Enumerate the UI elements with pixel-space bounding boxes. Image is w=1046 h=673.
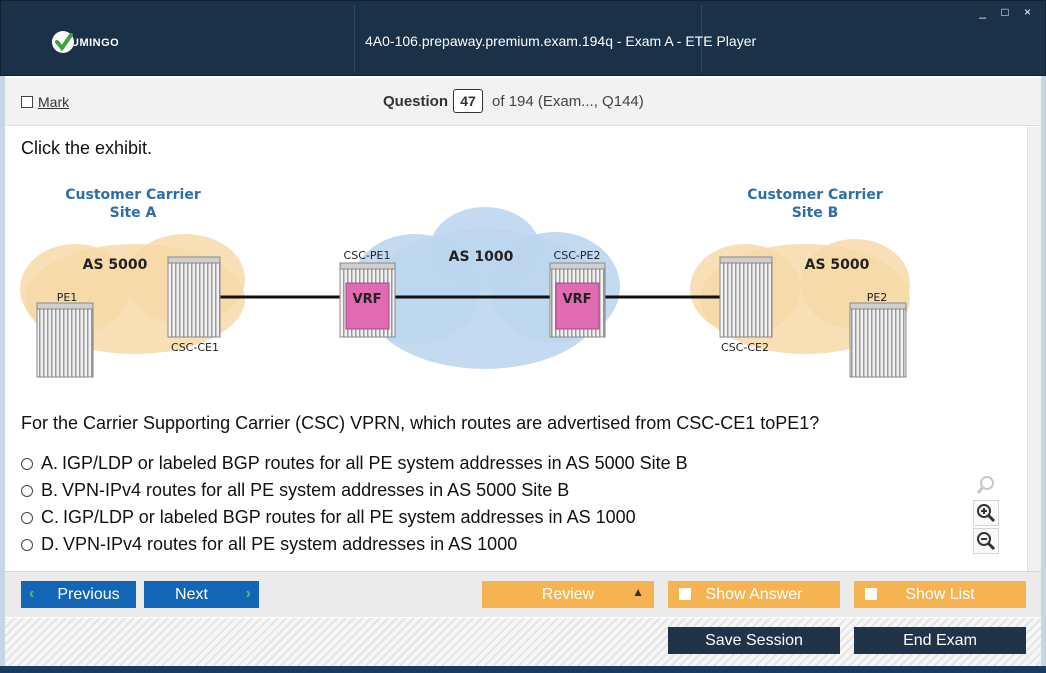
show-answer-label: Show Answer <box>705 585 803 603</box>
previous-label: Previous <box>57 585 120 603</box>
zoom-out-icon <box>977 532 996 551</box>
as-label-right: AS 5000 <box>805 257 870 273</box>
vrf1-label: VRF <box>353 292 382 307</box>
question-counter: Question 47 of 194 (Exam..., Q144) <box>383 89 644 113</box>
answer-option-d[interactable]: D. VPN-IPv4 routes for all PE system add… <box>21 531 688 558</box>
exhibit-diagram[interactable]: Customer Carrier Site A Customer Carrier… <box>15 179 915 389</box>
option-letter: D. <box>41 534 59 554</box>
previous-button[interactable]: ‹ Previous <box>21 581 136 608</box>
window-controls: _ □ × <box>979 5 1037 19</box>
answer-option-c[interactable]: C. IGP/LDP or labeled BGP routes for all… <box>21 504 688 531</box>
navigation-bar: ‹ Previous Next › Review ▲ Show Answer S… <box>5 571 1041 617</box>
zoom-out-button[interactable] <box>973 528 999 554</box>
router-csc-pe1 <box>339 262 396 338</box>
zoom-tools <box>973 472 1003 556</box>
chevron-left-icon: ‹ <box>29 585 35 602</box>
question-content: Click the exhibit. <box>5 127 1041 571</box>
pe2-label: PE2 <box>867 291 888 304</box>
csc-pe2-label: CSC-PE2 <box>554 249 601 262</box>
radio-button[interactable] <box>21 511 33 524</box>
content-scrollbar[interactable] <box>1027 127 1041 571</box>
answer-option-a[interactable]: A. IGP/LDP or labeled BGP routes for all… <box>21 450 688 477</box>
question-prompt: Click the exhibit. <box>21 138 153 158</box>
option-letter: A. <box>41 453 59 473</box>
window-border-bottom <box>0 666 1046 673</box>
site-b-label-line1: Customer Carrier <box>747 187 883 203</box>
next-label: Next <box>175 585 208 603</box>
radio-button[interactable] <box>21 538 33 551</box>
chevron-right-icon: › <box>245 585 251 602</box>
end-exam-label: End Exam <box>903 631 977 649</box>
vrf2-label: VRF <box>563 292 592 307</box>
caret-up-icon: ▲ <box>632 585 644 599</box>
router-csc-pe2 <box>549 262 606 338</box>
option-text: VPN-IPv4 routes for all PE system addres… <box>63 534 518 554</box>
router-csc-ce1 <box>167 256 221 338</box>
answer-options: A. IGP/LDP or labeled BGP routes for all… <box>21 450 688 558</box>
close-button[interactable]: × <box>1023 5 1037 19</box>
save-session-button[interactable]: Save Session <box>668 627 840 654</box>
end-exam-button[interactable]: End Exam <box>854 627 1026 654</box>
as-label-center: AS 1000 <box>449 249 514 265</box>
logo-text: UMINGO <box>71 37 120 49</box>
review-button[interactable]: Review ▲ <box>482 581 654 608</box>
show-answer-checkbox[interactable] <box>679 588 691 600</box>
zoom-in-button[interactable] <box>973 500 999 526</box>
site-a-label-line2: Site A <box>110 205 157 221</box>
router-pe2 <box>849 302 907 378</box>
csc-pe1-label: CSC-PE1 <box>344 249 391 262</box>
vumingo-logo <box>52 31 74 53</box>
maximize-button[interactable]: □ <box>1001 5 1015 19</box>
option-letter: B. <box>41 480 59 500</box>
save-session-label: Save Session <box>705 631 803 649</box>
csc-ce1-label: CSC-CE1 <box>171 341 219 354</box>
option-text: IGP/LDP or labeled BGP routes for all PE… <box>62 453 688 473</box>
zoom-in-icon <box>977 504 996 523</box>
router-pe1 <box>36 302 94 378</box>
minimize-button[interactable]: _ <box>979 5 993 19</box>
next-button[interactable]: Next › <box>144 581 259 608</box>
window-border-left <box>0 76 5 666</box>
title-divider <box>701 5 702 73</box>
radio-button[interactable] <box>21 484 33 497</box>
mark-checkbox-box[interactable] <box>21 96 33 108</box>
question-bar: Mark Question 47 of 194 (Exam..., Q144) <box>5 78 1041 126</box>
show-list-button[interactable]: Show List <box>854 581 1026 608</box>
magnifier-icon <box>976 476 994 494</box>
show-list-checkbox[interactable] <box>865 588 877 600</box>
mark-label[interactable]: Mark <box>38 94 70 110</box>
site-a-label-line1: Customer Carrier <box>65 187 201 203</box>
footer-bar: Save Session End Exam <box>5 618 1041 666</box>
show-list-label: Show List <box>905 585 975 603</box>
question-text: For the Carrier Supporting Carrier (CSC)… <box>21 413 820 433</box>
option-text: VPN-IPv4 routes for all PE system addres… <box>62 480 570 500</box>
mark-checkbox[interactable]: Mark <box>21 94 69 110</box>
review-label: Review <box>541 585 595 603</box>
answer-option-b[interactable]: B. VPN-IPv4 routes for all PE system add… <box>21 477 688 504</box>
show-answer-button[interactable]: Show Answer <box>668 581 840 608</box>
window-title: 4A0-106.prepaway.premium.exam.194q - Exa… <box>365 33 757 49</box>
question-number-input[interactable]: 47 <box>453 89 484 113</box>
csc-ce2-label: CSC-CE2 <box>721 341 769 354</box>
title-divider <box>354 5 355 73</box>
option-letter: C. <box>41 507 59 527</box>
as-label-left: AS 5000 <box>83 257 148 273</box>
site-b-label-line2: Site B <box>792 205 839 221</box>
window-border-right <box>1041 76 1046 666</box>
question-label: Question <box>383 92 449 110</box>
question-total: of 194 (Exam..., Q144) <box>492 92 644 110</box>
title-bar: UMINGO 4A0-106.prepaway.premium.exam.194… <box>0 0 1046 76</box>
radio-button[interactable] <box>21 457 33 470</box>
pe1-label: PE1 <box>57 291 78 304</box>
router-csc-ce2 <box>719 256 773 338</box>
option-text: IGP/LDP or labeled BGP routes for all PE… <box>63 507 636 527</box>
zoom-reset-button[interactable] <box>973 472 999 498</box>
